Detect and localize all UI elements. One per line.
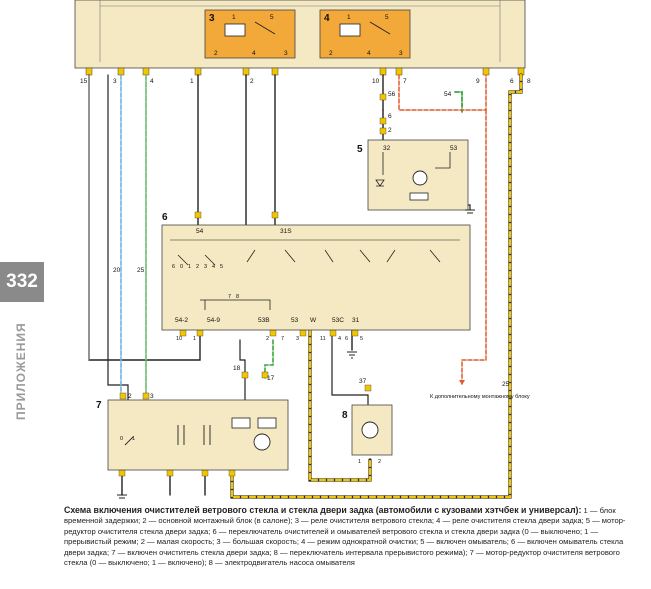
pin-label: 4	[252, 50, 256, 57]
pin-label: 7	[281, 336, 284, 342]
pin-label: 7	[403, 78, 407, 85]
switch-6-label: 6	[162, 212, 168, 223]
pin-label: 17	[267, 375, 275, 382]
pin-label: 0	[120, 436, 123, 442]
switch-pos: 2	[196, 264, 199, 270]
page-number-tab: 332	[0, 262, 44, 302]
aux-block-note: К дополнительному монтажному блоку	[430, 394, 530, 400]
pin-label: 5	[360, 336, 363, 342]
pin-label: 2	[266, 336, 269, 342]
pin-label: 1	[347, 14, 351, 21]
pin-label: 1	[193, 336, 196, 342]
pin-label: 1	[232, 14, 236, 21]
washer-pump-8: 8 1 2	[342, 404, 393, 465]
ground-icon	[117, 209, 475, 499]
pin-label: 2	[128, 393, 132, 400]
relay-3-label: 3	[209, 13, 215, 24]
terminal-label: 53	[291, 317, 299, 324]
terminal-label: 31S	[280, 228, 292, 235]
pin-label: 25	[137, 267, 145, 274]
pin-label: 53	[450, 145, 458, 152]
wiring-diagram: 3 1 5 2 4 3 4 1 5 2 4 3 15 3 4 1 2 10 7 …	[74, 0, 531, 499]
main-mounting-block	[74, 0, 526, 69]
pin-label: 6	[510, 78, 514, 85]
terminal-label: 54-9	[207, 317, 220, 324]
pump-8-label: 8	[342, 410, 348, 421]
pin-label: 11	[320, 336, 326, 342]
switch-pos: 4	[212, 264, 215, 270]
pin-label: 25	[502, 381, 510, 388]
terminal-label: 54-2	[175, 317, 188, 324]
pin-label: 32	[383, 145, 391, 152]
pin-label: 54	[444, 91, 452, 98]
pin-label: 6	[345, 336, 348, 342]
wiper-switch-6: 6 54 31S 54-2 54-9 53B 53 W 53C 31 6 0 1…	[161, 212, 471, 331]
pin-label: 3	[399, 50, 403, 57]
pin-label: 10	[176, 336, 182, 342]
pin-label: 4	[150, 78, 154, 85]
pin-label: 20	[113, 267, 121, 274]
figure-caption: Схема включения очистителей ветрового ст…	[64, 505, 632, 568]
switch-pos: 6	[172, 264, 175, 270]
rear-wiper-motor-5: 5 32 53	[357, 139, 469, 211]
terminal-label: 54	[196, 228, 204, 235]
pin-label: 3	[150, 393, 154, 400]
block-connector-row	[85, 67, 525, 76]
wires	[88, 73, 523, 499]
windshield-wiper-motor-7: 7 2 3 0 1	[96, 393, 289, 471]
pin-label: 3	[296, 336, 299, 342]
pin-label: 18	[233, 365, 241, 372]
pin-label: 1	[358, 459, 361, 465]
terminal-label: 53C	[332, 317, 344, 324]
pin-label: 4	[367, 50, 371, 57]
switch-pos: 8	[236, 294, 239, 300]
pin-label: 8	[527, 78, 531, 85]
pin-label: 5	[385, 14, 389, 21]
pin-label: 4	[338, 336, 341, 342]
switch-pos: 3	[204, 264, 207, 270]
switch-pos: 7	[228, 294, 231, 300]
pin-label: 1	[132, 436, 135, 442]
arrow-icon	[459, 380, 465, 385]
caption-title: Схема включения очистителей ветрового ст…	[64, 505, 582, 515]
pin-label: 15	[80, 78, 88, 85]
pin-label: 2	[329, 50, 333, 57]
relay-4: 4 1 5 2 4 3	[319, 9, 411, 59]
pin-label: 1	[190, 78, 194, 85]
pin-label: 10	[372, 78, 380, 85]
pin-label: 2	[214, 50, 218, 57]
terminal-label: 53B	[258, 317, 270, 324]
pin-label: 6	[388, 113, 392, 120]
terminal-label: 31	[352, 317, 360, 324]
pin-label: 56	[388, 91, 396, 98]
pin-label: 2	[378, 459, 381, 465]
pin-label: 2	[388, 127, 392, 134]
motor-5-label: 5	[357, 144, 363, 155]
switch-pos: 5	[220, 264, 223, 270]
section-title: ПРИЛОЖЕНИЯ	[14, 322, 28, 420]
pin-label: 9	[476, 78, 480, 85]
switch-pos: 0	[180, 264, 183, 270]
pin-label: 3	[284, 50, 288, 57]
relay-3: 3 1 5 2 4 3	[204, 9, 296, 59]
switch-pos: 1	[188, 264, 191, 270]
caption-body: 1 — блок временной задержки; 2 — основно…	[64, 506, 626, 568]
relay-4-label: 4	[324, 13, 330, 24]
pin-label: 3	[113, 78, 117, 85]
terminal-label: W	[310, 317, 317, 324]
pin-label: 37	[359, 378, 367, 385]
plug-markers	[118, 93, 387, 477]
pin-label: 5	[270, 14, 274, 21]
pin-label: 2	[250, 78, 254, 85]
motor-7-label: 7	[96, 400, 102, 411]
